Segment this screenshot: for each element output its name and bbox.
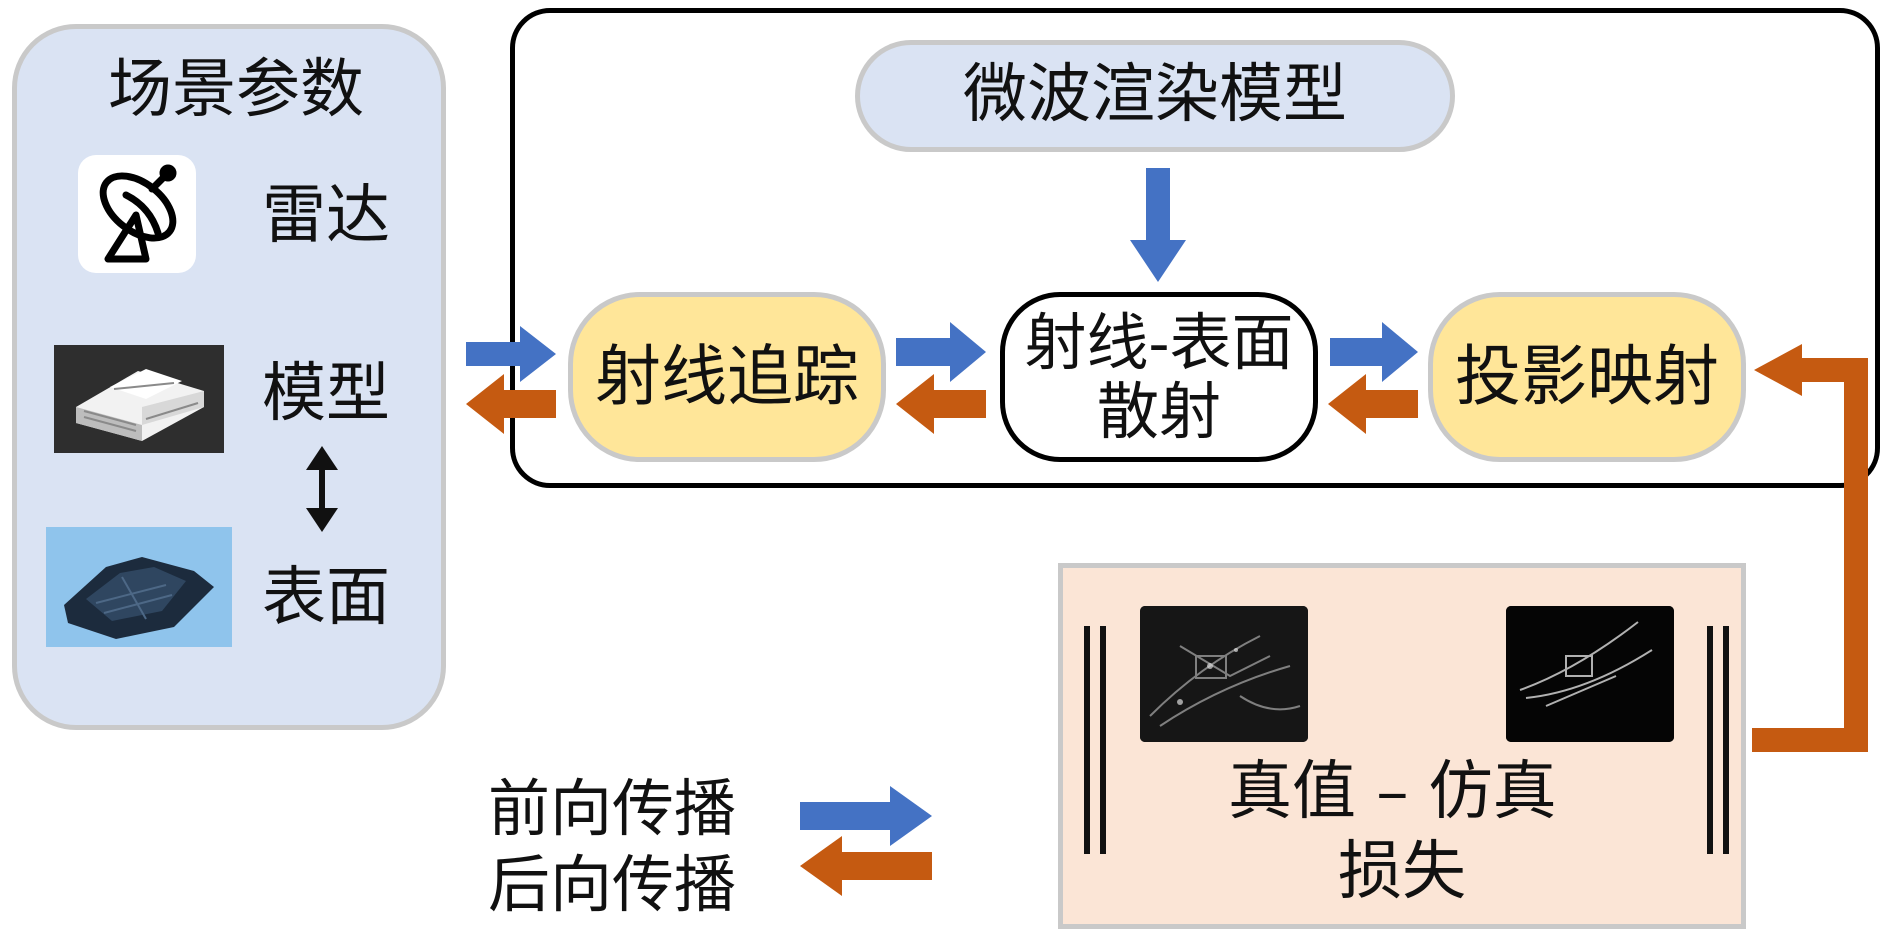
norm-bars-right [1707, 626, 1729, 854]
render-model-frame [510, 8, 1880, 488]
loss-feedback-path [1752, 358, 1868, 752]
model-label: 模型 [262, 357, 390, 431]
ground-truth-image [1140, 606, 1308, 742]
model-surface-bidirectional-arrow [306, 446, 338, 532]
loss-feedback-arrowhead [1754, 344, 1802, 396]
loss-line2: 损失 [1338, 835, 1466, 909]
legend-backward-arrow [800, 836, 932, 896]
legend-backward-label: 后向传播 [488, 848, 737, 921]
surface-mesh-image [46, 527, 232, 647]
scattering-line2: 散射 [1096, 375, 1221, 448]
microwave-render-model-node: 微波渲染模型 [855, 40, 1455, 152]
backward-arrow-scattering-to-tracing [896, 374, 986, 434]
radar-dish-icon [78, 155, 196, 273]
forward-arrow-scattering-to-projection [1330, 322, 1418, 382]
scene-params-title: 场景参数 [108, 53, 364, 127]
forward-arrow-tracing-to-scattering [896, 322, 986, 382]
building-model-image [54, 345, 224, 453]
simulated-image [1506, 606, 1674, 742]
backward-arrow-projection-to-scattering [1328, 374, 1418, 434]
render-model-down-arrow [1130, 168, 1186, 282]
forward-arrow-scene-to-tracing [466, 326, 556, 382]
scattering-line1: 射线-表面 [1024, 305, 1294, 379]
ray-surface-scattering-node: 射线-表面 散射 [1000, 292, 1318, 462]
projection-mapping-node: 投影映射 [1428, 292, 1746, 462]
backward-arrow-tracing-to-scene [466, 374, 556, 434]
radar-label: 雷达 [262, 179, 390, 253]
legend-forward-arrow [800, 786, 932, 846]
loss-line1: 真值 – 仿真 [1228, 755, 1557, 829]
surface-label: 表面 [262, 561, 390, 635]
ray-tracing-node: 射线追踪 [568, 292, 886, 462]
norm-bars-left [1084, 626, 1106, 854]
legend-forward-label: 前向传播 [488, 772, 737, 845]
